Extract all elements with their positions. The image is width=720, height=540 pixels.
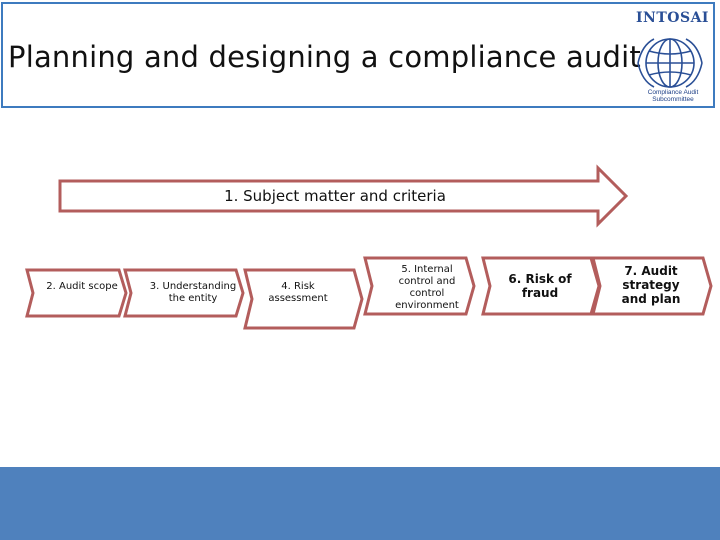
header-box: [1, 2, 715, 108]
step-label-4: 4. Risk assessment: [268, 281, 328, 304]
step-arrow-5: [363, 256, 476, 316]
step-arrow-2: [25, 268, 128, 318]
main-arrow-label: 1. Subject matter and criteria: [224, 187, 446, 205]
step-label-3: 3. Understanding the entity: [149, 281, 237, 304]
globe-logo-icon: [637, 38, 703, 88]
step-label-2: 2. Audit scope: [46, 281, 118, 292]
page-title: Planning and designing a compliance audi…: [8, 40, 641, 74]
step-arrow-6: [481, 256, 601, 316]
main-arrow-shape: [58, 164, 629, 228]
step-label-6: 6. Risk of fraud: [508, 272, 572, 300]
step-label-7: 7. Audit strategy and plan: [621, 264, 681, 306]
step-label-5: 5. Internal control and control environm…: [395, 264, 459, 311]
logo-subtitle: Compliance Audit Subcommittee: [647, 89, 699, 103]
step-arrow-7: [591, 256, 713, 316]
footer-bar: [0, 467, 720, 540]
step-arrow-3: [123, 268, 245, 318]
step-arrow-4: [243, 268, 364, 330]
intosai-logo-text: INTOSAI: [636, 10, 709, 26]
